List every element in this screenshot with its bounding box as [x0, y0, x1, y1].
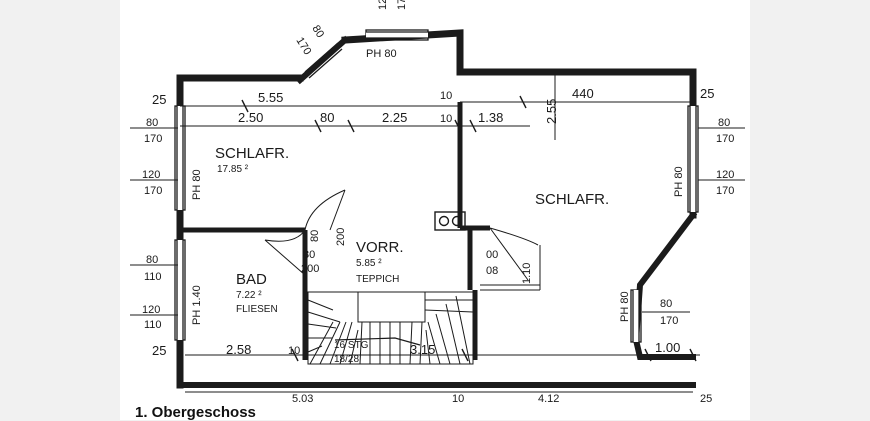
door-stair-landing: [480, 284, 540, 291]
win-left-3-bot: 110: [144, 271, 162, 283]
room-area-bad: 7.22 ²: [236, 290, 262, 301]
parapet-left-upper: PH 80: [191, 169, 203, 200]
door-swings: [264, 189, 541, 291]
wall-bay-top: [341, 29, 697, 106]
room-label-bad: BAD: [236, 271, 267, 288]
dim-bottom-258: 2.58: [226, 342, 251, 357]
dim-edge-25-top-left: 25: [152, 92, 166, 107]
win-top-b: 170: [396, 0, 408, 10]
door-right-a: 00: [486, 249, 498, 261]
dim-bottom-100: 1.00: [655, 340, 680, 355]
door-bedroom2: [489, 227, 539, 281]
win-left-2-top: 120: [142, 169, 160, 181]
win-right-1-top: 80: [718, 117, 730, 129]
win-right-1-bot: 170: [716, 133, 734, 145]
parapet-right-upper: PH 80: [673, 166, 685, 197]
win-left-1-bot: 170: [144, 133, 162, 145]
win-left-1-top: 80: [146, 117, 158, 129]
win-left-3-top: 80: [146, 254, 158, 266]
door-right-b: 08: [486, 265, 498, 277]
dim-left-room-width: 2.50: [238, 110, 263, 125]
floor-caption: 1. Obergeschoss: [135, 404, 256, 421]
door-right-c: 1.10: [521, 263, 533, 284]
window-diagonal: [304, 42, 343, 79]
dim-wall-10-c: 10: [288, 345, 300, 357]
dim-edge-25-bottom-left: 25: [152, 343, 166, 358]
door-bad-height: 200: [301, 263, 319, 275]
dim-225: 2.25: [382, 110, 407, 125]
wall-diagonal: [295, 35, 350, 85]
win-diag-a: 80: [309, 23, 326, 40]
interior-walls: [180, 102, 490, 360]
dim-edge-25-bottom-right: 25: [700, 393, 712, 405]
win-left-4-top: 120: [142, 304, 160, 316]
win-diag-b: 170: [293, 35, 313, 57]
stairs-label: 16 STG: [334, 340, 369, 351]
dim-138: 1.38: [478, 110, 503, 125]
staircase: [307, 291, 474, 365]
room-label-vorraum: VORR.: [356, 239, 404, 256]
door-vorr-height: 200: [335, 228, 347, 246]
wall-top-left: [176, 74, 304, 96]
door-bad-width: 80: [303, 249, 315, 261]
room-area-schlafzimmer-1: 17.85 ²: [217, 164, 249, 175]
win-left-4-bot: 110: [144, 319, 162, 331]
dim-255: 2.55: [544, 99, 559, 124]
dim-cut-bottom-left: 5.03: [292, 393, 313, 405]
parapet-left-lower: PH 1.40: [191, 285, 203, 325]
dim-top-left-total: 5.55: [258, 90, 283, 105]
dim-80: 80: [320, 110, 334, 125]
win-top-a: 120: [377, 0, 389, 10]
win-bay-bot: 170: [660, 315, 678, 327]
win-bay-top: 80: [660, 298, 672, 310]
chimney: [434, 211, 466, 231]
dim-cut-bottom-right: 4.12: [538, 393, 559, 405]
room-floor-vorraum: TEPPICH: [356, 274, 399, 285]
dim-wall-10-b: 10: [440, 90, 452, 102]
dim-top-right-total: 440: [572, 86, 594, 101]
window-frames: [174, 29, 699, 343]
wall-right-bay: [632, 210, 698, 360]
parapet-top: PH 80: [366, 48, 397, 60]
outer-walls: [176, 29, 698, 389]
room-label-schlafzimmer-1: SCHLAFR.: [215, 145, 289, 162]
win-left-2-bot: 170: [144, 185, 162, 197]
room-floor-bad: FLIESEN: [236, 304, 278, 315]
room-label-schlafzimmer-2: SCHLAFR.: [535, 191, 609, 208]
dim-wall-10-a: 10: [440, 113, 452, 125]
dimension-lines: [130, 72, 745, 393]
door-vorr-width: 80: [309, 230, 321, 242]
dim-edge-25-top-right: 25: [700, 86, 714, 101]
door-bad: [264, 229, 306, 276]
parapet-bay: PH 80: [619, 291, 631, 322]
door-bedroom1: [304, 189, 346, 231]
stairs-ratio: 18/28: [334, 354, 359, 365]
win-right-2-top: 120: [716, 169, 734, 181]
win-right-2-bot: 170: [716, 185, 734, 197]
dim-bottom-315: 3.15: [410, 342, 435, 357]
dim-wall-10-d: 10: [452, 393, 464, 405]
room-area-vorraum: 5.85 ²: [356, 258, 382, 269]
